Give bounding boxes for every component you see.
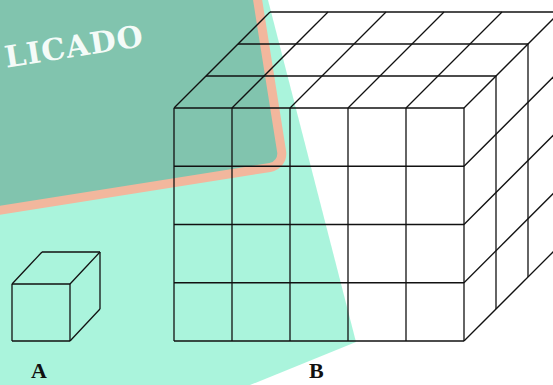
cube-edge: [174, 340, 464, 341]
small-cube: [12, 252, 100, 341]
cube-edge: [174, 107, 464, 108]
cube-edge: [464, 187, 553, 283]
figure-label: B: [309, 358, 324, 384]
cube-lines: [12, 12, 553, 341]
cube-edge: [464, 70, 553, 166]
cube-edge: [290, 12, 386, 108]
cube-edge: [232, 12, 328, 108]
cube-edge: [464, 129, 553, 225]
cube-edge: [174, 12, 270, 108]
cube-edge: [270, 11, 553, 12]
cube-edge: [174, 282, 464, 283]
cube-edge: [11, 284, 12, 341]
cube-edge: [238, 43, 528, 44]
cube-edge: [174, 166, 464, 167]
cube-edge: [69, 284, 70, 341]
cube-edge: [527, 44, 528, 277]
cube-edge: [12, 340, 70, 341]
cube-edge: [12, 283, 70, 284]
cube-edge: [42, 251, 100, 252]
cube-edge: [406, 12, 502, 108]
cube-edge: [206, 75, 496, 76]
cube-edge: [464, 245, 553, 341]
cube-edge: [495, 76, 496, 309]
cube-edge: [99, 252, 100, 309]
figure-label: A: [31, 358, 47, 384]
cube-edge: [348, 12, 444, 108]
cube-edge: [174, 224, 464, 225]
cube-edge: [12, 252, 42, 284]
big-cube: [174, 12, 553, 341]
cube-edge: [70, 252, 100, 284]
cube-edge: [464, 12, 553, 108]
cube-edge: [70, 309, 100, 341]
